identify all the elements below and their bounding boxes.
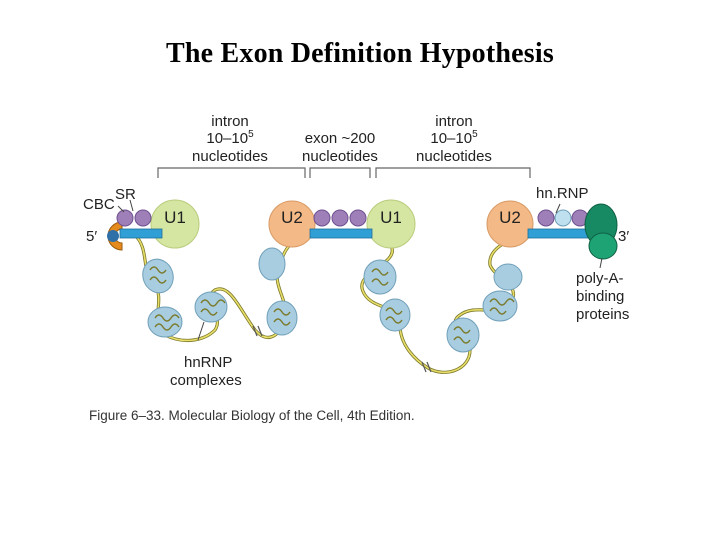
hnrnp-complexes (142, 247, 523, 353)
u1-left-label: U1 (164, 208, 186, 227)
svg-text:10–105: 10–105 (430, 129, 478, 147)
u2-middle-snrnp (268, 200, 316, 248)
hnrnp-complex (379, 298, 411, 332)
hnrnp-complex (493, 263, 523, 291)
svg-text:exon ~200: exon ~200 (305, 130, 375, 147)
hnrnp-complex (258, 247, 286, 281)
u1-middle-snrnp (366, 199, 416, 249)
svg-text:poly-A-: poly-A- (576, 270, 624, 287)
intron-left-label: intron 10–105 nucleotides (192, 113, 268, 165)
three-prime-label: 3′ (618, 228, 629, 245)
hnrnp-complexes-label: hnRNP complexes (170, 354, 242, 389)
break-marks (252, 325, 432, 373)
leader-lines (117, 199, 603, 341)
poly-a-binding-label: poly-A- binding proteins (576, 270, 629, 323)
exon-1-bar (119, 228, 163, 239)
hnrnp-complex (363, 259, 397, 295)
sr-proteins-left (116, 209, 152, 227)
hnrnp-squiggles (149, 266, 515, 344)
hnrnp-complex (147, 306, 183, 338)
svg-text:hnRNP: hnRNP (184, 354, 232, 371)
u1-left-snrnp (150, 199, 200, 249)
svg-text:intron: intron (211, 113, 249, 130)
u2-right-snrnp (486, 200, 534, 248)
cbc-complex (107, 221, 123, 251)
intron-right-label: intron 10–105 nucleotides (416, 113, 492, 165)
u2-middle-label: U2 (281, 208, 303, 227)
svg-text:nucleotides: nucleotides (416, 148, 492, 165)
five-prime-label: 5′ (86, 228, 97, 245)
region-brackets (157, 167, 531, 178)
exon-2-bar (309, 228, 373, 239)
svg-text:complexes: complexes (170, 372, 242, 389)
hnrnp-proteins-right (537, 209, 589, 227)
hnrnp-complex (482, 290, 518, 322)
hnrnp-complex (446, 317, 480, 353)
u2-right-label: U2 (499, 208, 521, 227)
svg-text:binding: binding (576, 288, 624, 305)
intron-left-bracket (157, 167, 306, 178)
hnrnp-complex (194, 291, 228, 323)
figure-caption: Figure 6–33. Molecular Biology of the Ce… (89, 408, 415, 423)
svg-text:nucleotides: nucleotides (192, 148, 268, 165)
intron-right-bracket (375, 167, 531, 178)
svg-text:nucleotides: nucleotides (302, 148, 378, 165)
cbc-label: CBC (83, 196, 115, 213)
svg-text:intron: intron (435, 113, 473, 130)
u1-middle-label: U1 (380, 208, 402, 227)
hnrnp-complex (142, 258, 174, 294)
sr-proteins-middle (313, 209, 367, 227)
poly-a-binding-proteins (584, 203, 618, 260)
sr-label: SR (115, 186, 136, 203)
svg-text:proteins: proteins (576, 306, 629, 323)
slide-title: The Exon Definition Hypothesis (166, 38, 554, 69)
exon-3-bar (527, 228, 591, 239)
exon-label: exon ~200 nucleotides (302, 130, 378, 165)
svg-text:10–105: 10–105 (206, 129, 254, 147)
hnrnp-complex (266, 300, 298, 336)
hnrnp-top-label: hn.RNP (536, 185, 589, 202)
exon-bracket (309, 167, 371, 178)
